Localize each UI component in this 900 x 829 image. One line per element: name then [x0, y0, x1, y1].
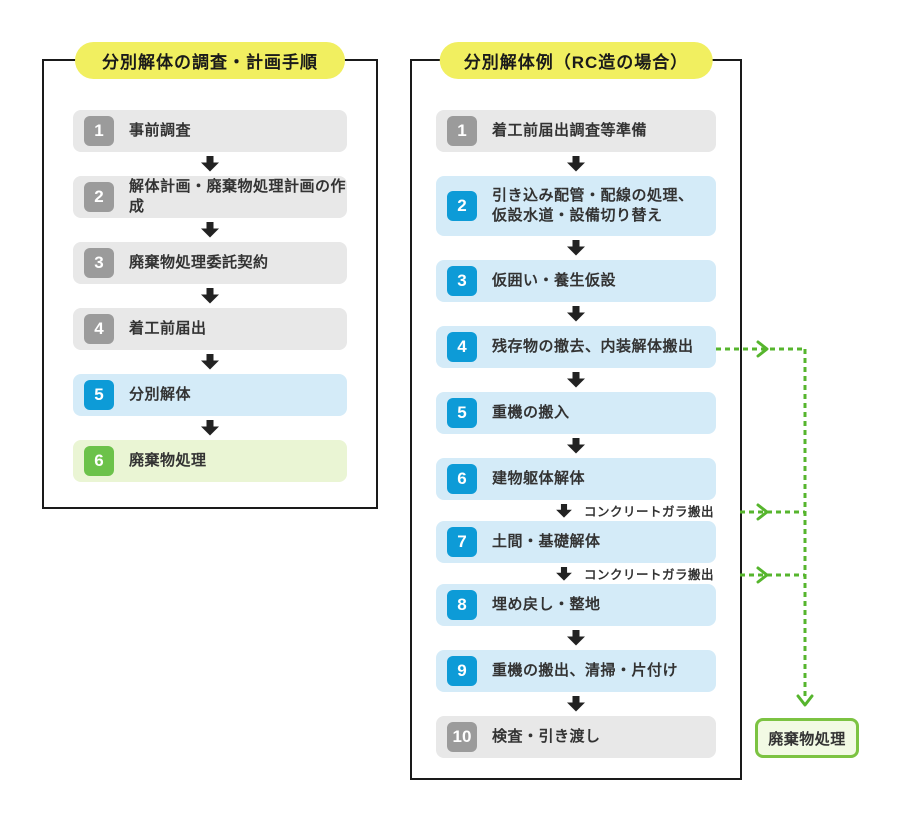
step-label: 着工前届出: [129, 319, 207, 337]
step-number-badge: 6: [84, 446, 114, 476]
step-number-badge: 4: [447, 332, 477, 362]
right-step-7: 7 土間・基礎解体: [436, 521, 716, 563]
step-number-badge: 5: [447, 398, 477, 428]
step-number-badge: 3: [84, 248, 114, 278]
step-label: 廃棄物処理委託契約: [129, 253, 269, 271]
step-label: 建物躯体解体: [492, 469, 586, 487]
down-arrow-icon: [436, 692, 716, 716]
step-number-badge: 1: [84, 116, 114, 146]
step-label: 事前調査: [129, 121, 192, 139]
left-step-3: 3 廃棄物処理委託契約: [73, 242, 347, 284]
down-arrow-icon: [436, 152, 716, 176]
right-step-2: 2 引き込み配管・配線の処理、 仮設水道・設備切り替え: [436, 176, 716, 236]
concrete-debris-out-row-2: コンクリートガラ搬出: [436, 563, 716, 584]
step-label: 埋め戻し・整地: [492, 595, 601, 613]
right-step-1: 1 着工前届出調査等準備: [436, 110, 716, 152]
waste-processing-label: 廃棄物処理: [768, 730, 846, 748]
down-arrow-icon: [436, 236, 716, 260]
step-label: 土間・基礎解体: [492, 532, 601, 550]
down-arrow-icon: [73, 218, 347, 242]
right-panel-title: 分別解体例（RC造の場合）: [439, 42, 713, 79]
step-number-badge: 10: [447, 722, 477, 752]
right-step-5: 5 重機の搬入: [436, 392, 716, 434]
step-label: 残存物の撤去、内装解体搬出: [492, 337, 694, 355]
step-number-badge: 1: [447, 116, 477, 146]
left-step-5: 5 分別解体: [73, 374, 347, 416]
step-label: 着工前届出調査等準備: [492, 121, 648, 139]
down-arrow-icon: [436, 302, 716, 326]
down-arrow-icon: [556, 566, 572, 581]
down-arrow-icon: [556, 503, 572, 518]
right-step-4: 4 残存物の撤去、内装解体搬出: [436, 326, 716, 368]
down-arrow-icon: [73, 284, 347, 308]
left-step-4: 4 着工前届出: [73, 308, 347, 350]
step-label: 仮囲い・養生仮設: [492, 271, 617, 289]
step-label: 重機の搬出、清掃・片付け: [492, 661, 679, 679]
step-number-badge: 5: [84, 380, 114, 410]
concrete-debris-label: コンクリートガラ搬出: [583, 505, 714, 519]
step-number-badge: 2: [84, 182, 114, 212]
step-label: 解体計画・廃棄物処理計画の作成: [129, 177, 347, 215]
left-panel-title: 分別解体の調査・計画手順: [75, 42, 345, 79]
step-number-badge: 3: [447, 266, 477, 296]
right-panel-rc-example: 分別解体例（RC造の場合） 1 着工前届出調査等準備 2 引き込み配管・配線の処…: [410, 42, 742, 780]
step-number-badge: 6: [447, 464, 477, 494]
down-arrow-icon: [73, 152, 347, 176]
left-step-1: 1 事前調査: [73, 110, 347, 152]
waste-processing-box: 廃棄物処理: [755, 718, 859, 758]
right-step-8: 8 埋め戻し・整地: [436, 584, 716, 626]
step-number-badge: 4: [84, 314, 114, 344]
step-label: 引き込み配管・配線の処理、 仮設水道・設備切り替え: [492, 186, 694, 224]
down-arrow-icon: [73, 350, 347, 374]
concrete-debris-label: コンクリートガラ搬出: [583, 568, 714, 582]
left-panel-survey-plan: 分別解体の調査・計画手順 1 事前調査 2 解体計画・廃棄物処理計画の作成 3 …: [42, 42, 378, 509]
step-number-badge: 7: [447, 527, 477, 557]
left-step-6: 6 廃棄物処理: [73, 440, 347, 482]
down-arrow-icon: [73, 416, 347, 440]
step-number-badge: 8: [447, 590, 477, 620]
down-arrow-icon: [436, 626, 716, 650]
step-label: 分別解体: [129, 385, 192, 403]
right-step-3: 3 仮囲い・養生仮設: [436, 260, 716, 302]
right-step-9: 9 重機の搬出、清掃・片付け: [436, 650, 716, 692]
step-number-badge: 9: [447, 656, 477, 686]
concrete-debris-out-row-1: コンクリートガラ搬出: [436, 500, 716, 521]
step-label: 廃棄物処理: [129, 451, 207, 469]
down-arrow-icon: [436, 368, 716, 392]
step-number-badge: 2: [447, 191, 477, 221]
right-step-6: 6 建物躯体解体: [436, 458, 716, 500]
right-step-10: 10 検査・引き渡し: [436, 716, 716, 758]
step-label: 重機の搬入: [492, 403, 570, 421]
step-label: 検査・引き渡し: [492, 727, 601, 745]
down-arrow-icon: [436, 434, 716, 458]
left-step-2: 2 解体計画・廃棄物処理計画の作成: [73, 176, 347, 218]
